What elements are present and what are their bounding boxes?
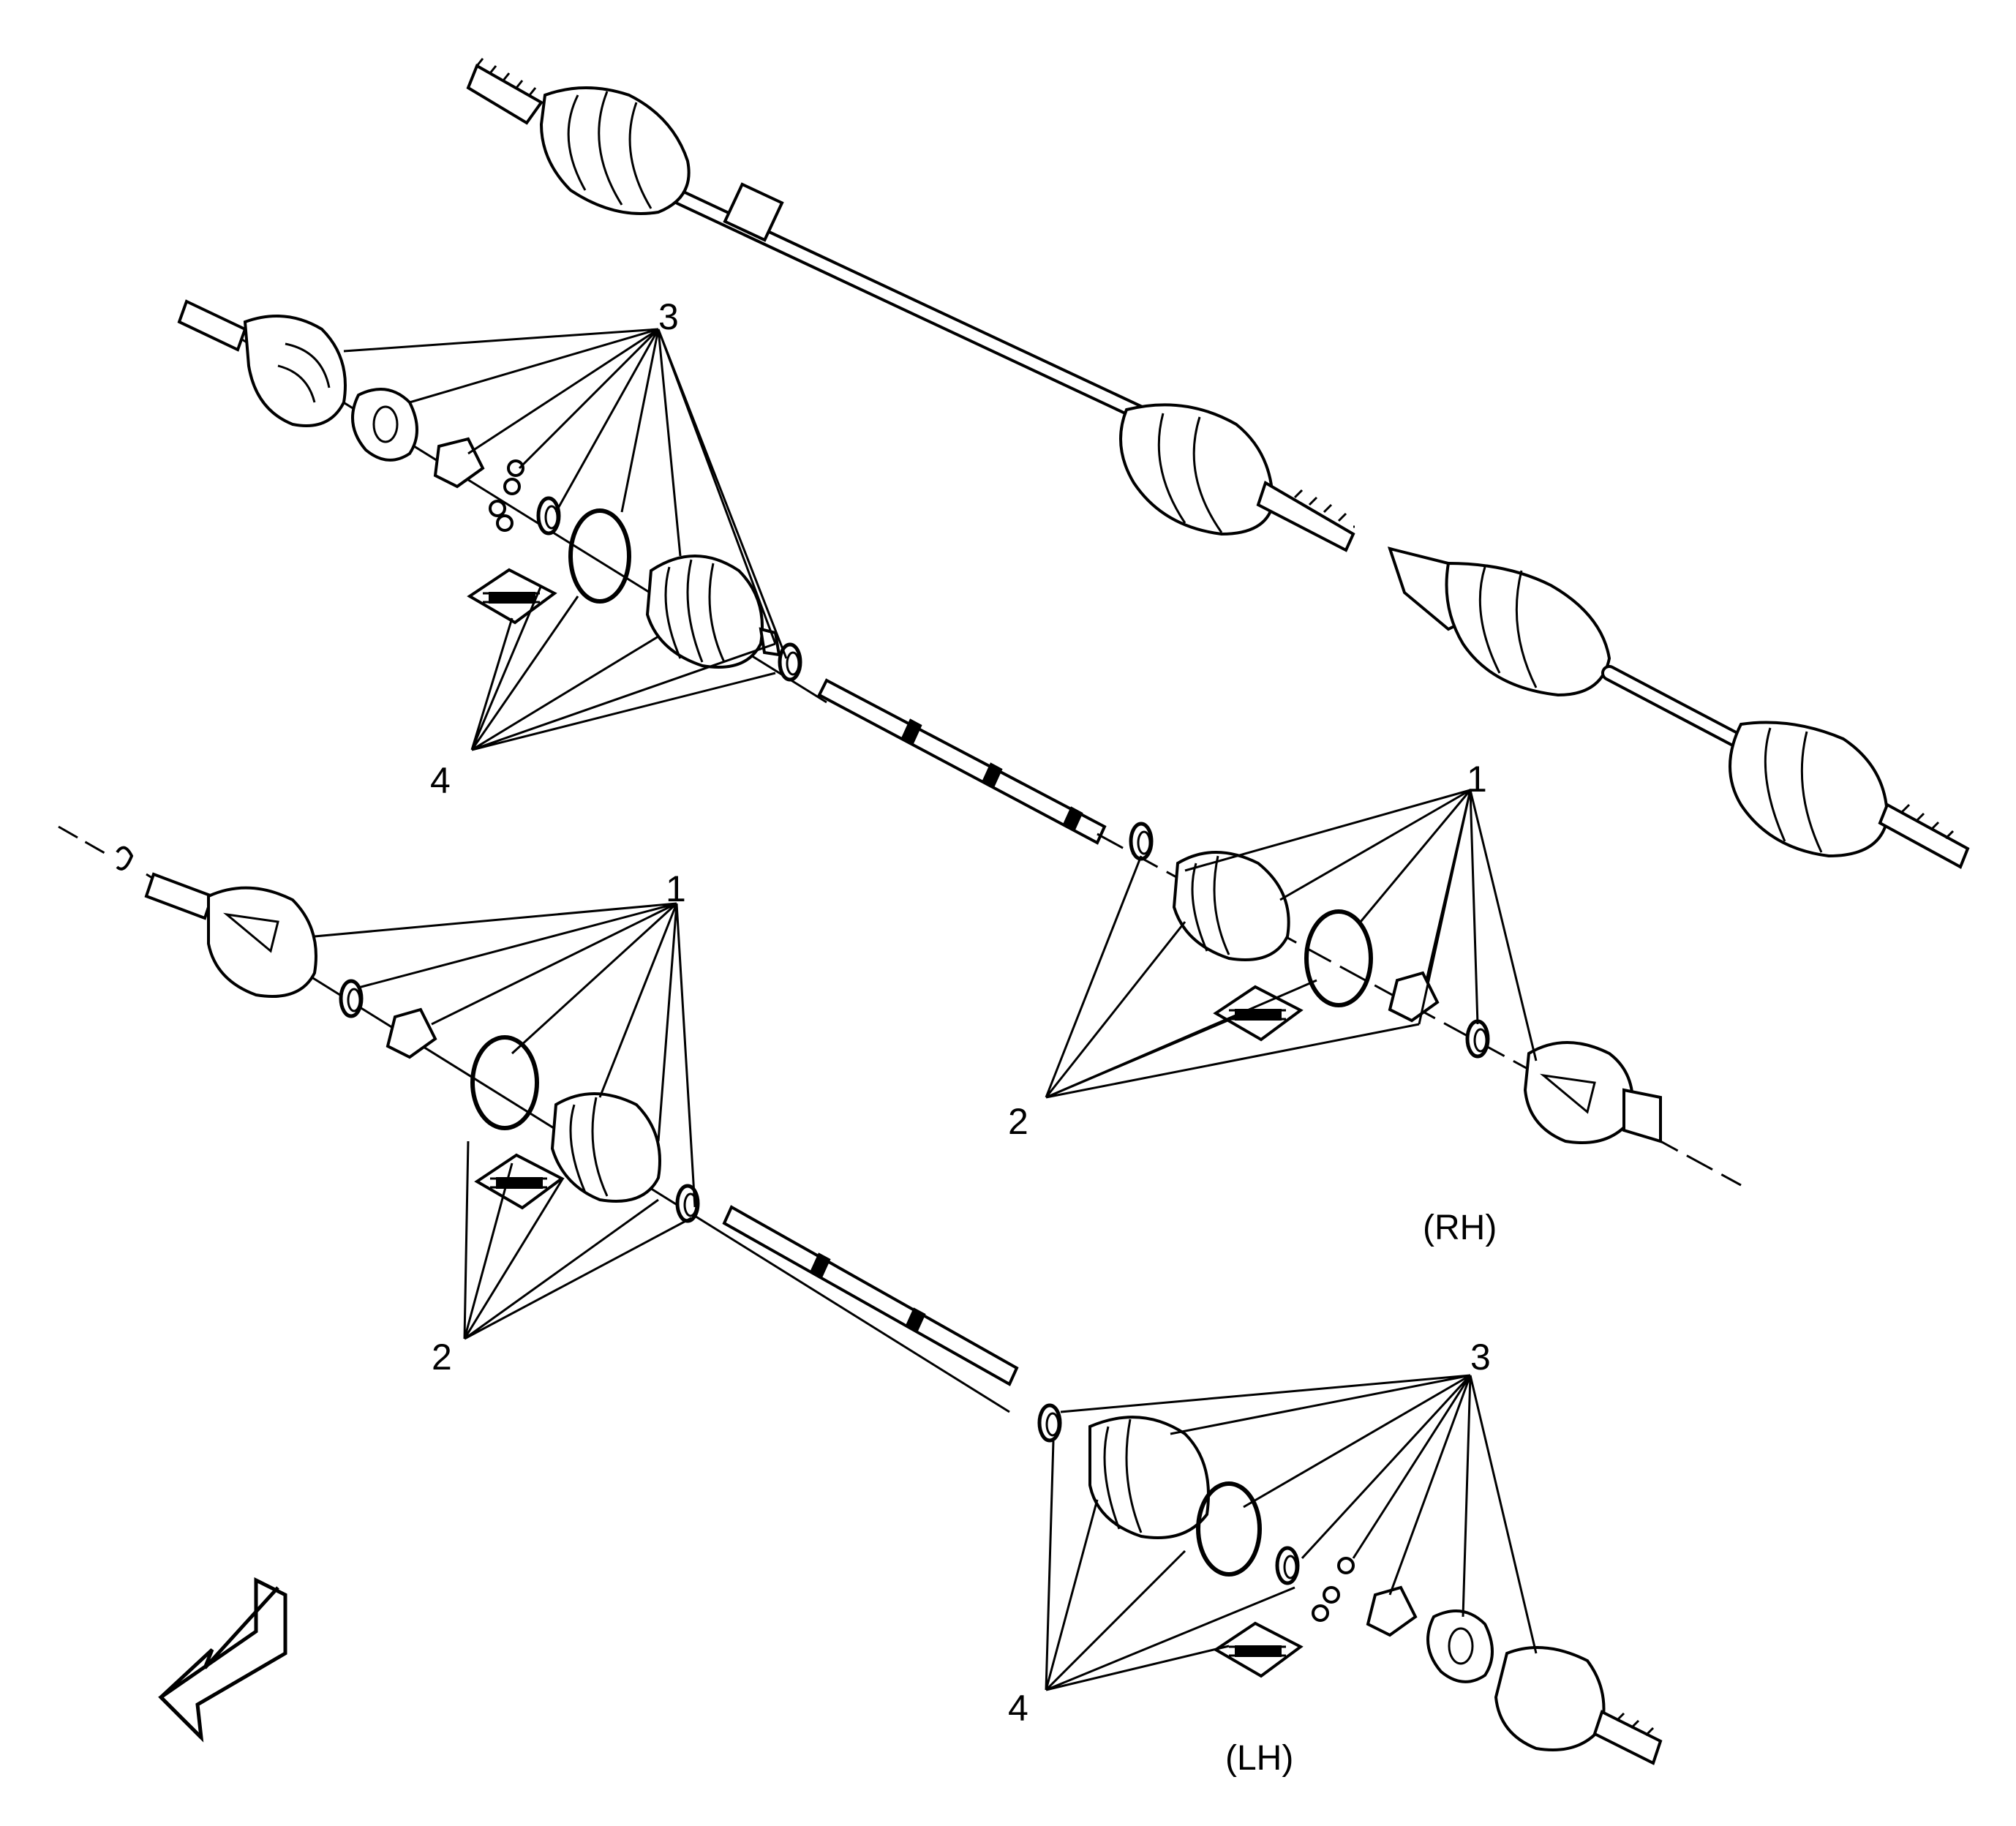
callout-leaders — [314, 328, 1538, 1691]
side-label-rh: (RH) — [1423, 1209, 1497, 1247]
rh-axle-assembly-complete — [466, 58, 1970, 869]
callout-lh-outer-3: 3 — [1470, 1337, 1491, 1378]
callout-rh-outer-1: 1 — [1467, 759, 1487, 800]
side-label-lh: (LH) — [1225, 1739, 1294, 1778]
direction-arrow-icon — [158, 1577, 287, 1743]
rh-exploded-parts — [177, 299, 1742, 1187]
callout-lh-inner-1: 1 — [666, 868, 686, 909]
callout-rh-inner-4: 4 — [430, 760, 451, 801]
callout-lh-outer-4: 4 — [1008, 1688, 1028, 1729]
callout-rh-inner-3: 3 — [658, 296, 679, 337]
callout-rh-outer-2: 2 — [1008, 1101, 1028, 1142]
lh-exploded-parts — [58, 825, 1663, 1765]
callout-lh-inner-2: 2 — [432, 1337, 452, 1378]
